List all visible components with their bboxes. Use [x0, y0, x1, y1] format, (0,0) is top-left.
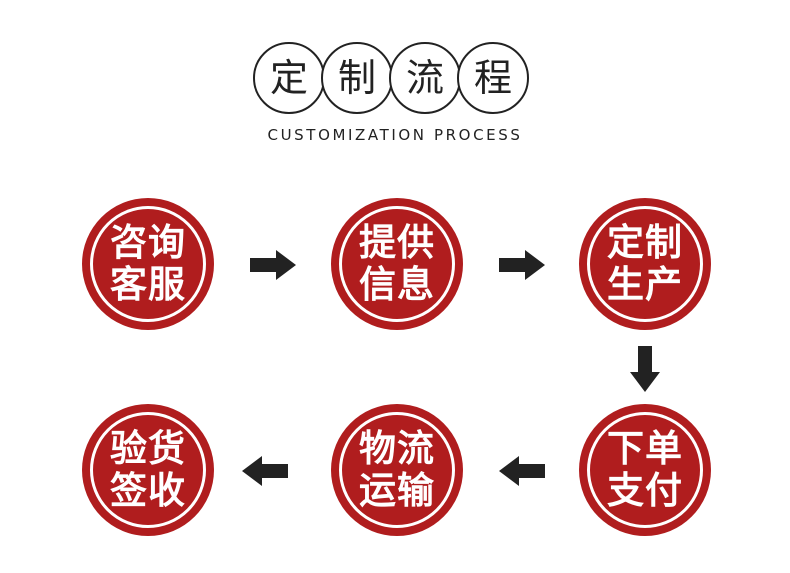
step-production: 定制生产	[579, 198, 711, 330]
title-char-circle: 程	[457, 42, 529, 114]
page-subtitle: CUSTOMIZATION PROCESS	[267, 126, 523, 144]
title-char: 制	[337, 56, 376, 100]
arrow-down-icon	[630, 346, 660, 392]
step-logistics: 物流运输	[331, 404, 463, 536]
step-label: 下单支付	[607, 427, 683, 512]
title-char-circle: 流	[389, 42, 461, 114]
step-consult: 咨询客服	[82, 198, 214, 330]
step-provide-info: 提供信息	[331, 198, 463, 330]
step-order-payment: 下单支付	[579, 404, 711, 536]
title-char: 程	[473, 56, 512, 100]
step-label: 定制生产	[607, 221, 683, 306]
step-label: 验货签收	[110, 427, 186, 512]
title-char: 定	[269, 56, 308, 100]
arrow-left-icon	[499, 456, 545, 486]
page-header: 定 制 流 程 CUSTOMIZATION PROCESS	[0, 0, 790, 160]
arrow-left-icon	[242, 456, 288, 486]
arrow-right-icon	[499, 250, 545, 280]
step-label: 咨询客服	[110, 221, 186, 306]
step-inspect-receive: 验货签收	[82, 404, 214, 536]
step-label: 提供信息	[359, 221, 435, 306]
title-char-circle: 制	[321, 42, 393, 114]
title-char: 流	[405, 56, 444, 100]
arrow-right-icon	[250, 250, 296, 280]
title-char-circle: 定	[253, 42, 325, 114]
step-label: 物流运输	[359, 427, 435, 512]
